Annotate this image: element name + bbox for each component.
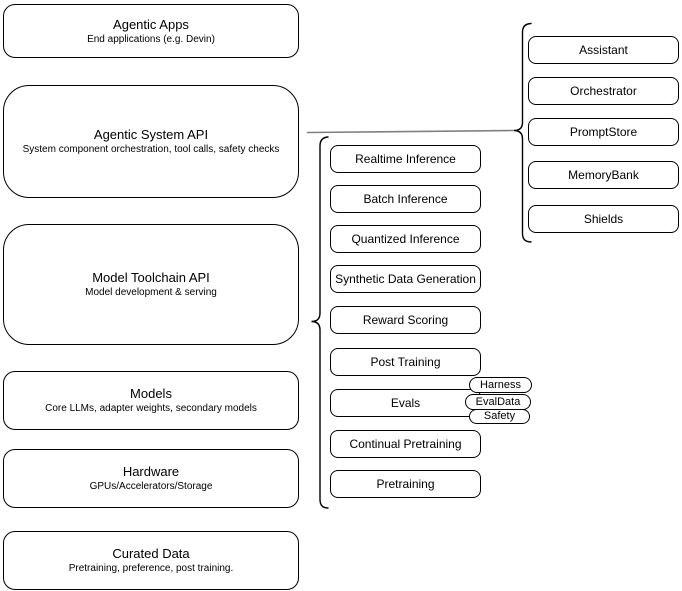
node-evals: Evals xyxy=(330,389,481,417)
node-curated-data: Curated Data Pretraining, preference, po… xyxy=(3,531,299,590)
node-hardware: Hardware GPUs/Accelerators/Storage xyxy=(3,449,299,508)
node-title: Agentic System API xyxy=(93,127,209,142)
tag-harness: Harness xyxy=(469,377,532,393)
node-subtitle: System component orchestration, tool cal… xyxy=(22,144,280,155)
system-api-to-components-connector-line xyxy=(306,129,515,134)
node-synthetic-data-generation: Synthetic Data Generation xyxy=(330,265,481,293)
node-subtitle: GPUs/Accelerators/Storage xyxy=(89,481,213,492)
node-continual-pretraining: Continual Pretraining xyxy=(330,430,481,458)
tag-safety: Safety xyxy=(469,409,530,424)
node-post-training: Post Training xyxy=(330,348,481,376)
node-promptstore: PromptStore xyxy=(528,118,679,146)
node-title: Curated Data xyxy=(112,546,190,561)
node-title: Model Toolchain API xyxy=(92,270,210,285)
node-subtitle: Core LLMs, adapter weights, secondary mo… xyxy=(45,403,257,414)
node-reward-scoring: Reward Scoring xyxy=(330,306,481,334)
node-memorybank: MemoryBank xyxy=(528,161,679,189)
toolchain-group-brace xyxy=(311,136,329,509)
node-orchestrator: Orchestrator xyxy=(528,77,679,105)
node-title: Agentic Apps xyxy=(113,16,189,32)
node-agentic-system-api: Agentic System API System component orch… xyxy=(3,85,299,198)
node-pretraining: Pretraining xyxy=(330,470,481,498)
node-subtitle: Pretraining, preference, post training. xyxy=(68,563,234,574)
node-assistant: Assistant xyxy=(528,36,679,64)
node-title: Models xyxy=(130,386,172,401)
node-shields: Shields xyxy=(528,205,679,233)
node-subtitle: Model development & serving xyxy=(85,287,217,298)
node-subtitle: End applications (e.g. Devin) xyxy=(87,33,215,45)
node-models: Models Core LLMs, adapter weights, secon… xyxy=(3,371,299,430)
node-title: Hardware xyxy=(122,464,180,479)
node-realtime-inference: Realtime Inference xyxy=(330,145,481,173)
node-agentic-apps: Agentic Apps End applications (e.g. Devi… xyxy=(3,4,299,58)
node-batch-inference: Batch Inference xyxy=(330,185,481,213)
node-model-toolchain-api: Model Toolchain API Model development & … xyxy=(3,224,299,345)
tag-evaldata: EvalData xyxy=(465,394,531,410)
node-quantized-inference: Quantized Inference xyxy=(330,225,481,253)
